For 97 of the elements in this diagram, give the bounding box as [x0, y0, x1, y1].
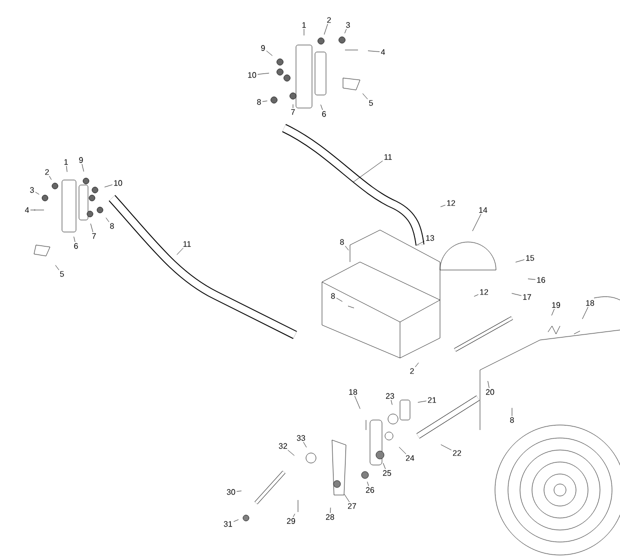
leader-line: [257, 72, 270, 75]
leader-line: [330, 507, 331, 514]
callout-number: 32: [278, 443, 288, 449]
callout-number: 10: [114, 180, 122, 186]
leader-line: [515, 259, 525, 262]
callout-number: 24: [406, 455, 414, 461]
callout-number: 5: [60, 271, 64, 277]
leader-line: [66, 166, 68, 172]
callout-number: 8: [257, 99, 261, 105]
leader-line: [344, 494, 350, 502]
leader-line: [35, 192, 40, 195]
leader-line: [176, 248, 184, 255]
leader-line: [82, 164, 84, 172]
callout-number: 8: [340, 239, 344, 245]
leader-line: [303, 442, 307, 448]
callout-number: 22: [452, 450, 462, 456]
callout-number: 28: [326, 514, 334, 520]
leader-line: [354, 396, 360, 409]
callout-number: 13: [426, 235, 434, 241]
callout-number: 7: [92, 233, 96, 239]
callout-number: 25: [382, 470, 392, 476]
leader-line: [474, 294, 479, 297]
leader-line: [416, 240, 425, 246]
callout-number: 20: [486, 389, 494, 395]
callout-number: 3: [30, 187, 34, 193]
leader-line: [352, 160, 383, 182]
leader-line: [344, 28, 347, 34]
leader-line: [382, 462, 386, 470]
callout-number: 12: [480, 289, 488, 295]
callout-number: 1: [64, 159, 68, 165]
callout-number: 15: [526, 255, 534, 261]
callout-number: 11: [183, 241, 191, 247]
leader-line: [106, 218, 110, 222]
callout-number: 23: [386, 393, 394, 399]
leader-line: [233, 519, 239, 522]
callout-number: 21: [428, 397, 436, 403]
leader-line: [292, 104, 294, 108]
leader-line: [104, 184, 113, 188]
leader-line: [362, 93, 368, 100]
callout-number: 31: [224, 521, 232, 527]
callout-number: 10: [248, 72, 256, 78]
leader-line: [440, 204, 446, 208]
leader-line: [288, 450, 295, 456]
callout-number: 14: [479, 207, 488, 213]
leader-line: [292, 514, 296, 518]
leader-line: [551, 308, 554, 316]
callout-number: 26: [366, 487, 374, 493]
callout-number: 9: [79, 157, 83, 163]
callout-number: 30: [226, 489, 236, 495]
callout-number: 6: [74, 243, 78, 249]
callout-number: 16: [537, 277, 546, 283]
callout-number: 6: [322, 111, 326, 117]
leader-line: [49, 176, 52, 180]
leader-line: [440, 444, 452, 450]
leader-line: [336, 298, 343, 302]
leader-line: [472, 214, 482, 232]
callout-number: 8: [510, 417, 514, 423]
leader-line: [90, 223, 94, 232]
leader-line: [55, 265, 60, 270]
leader-line: [74, 236, 76, 242]
callout-number: 7: [291, 109, 295, 115]
callout-number: 2: [327, 17, 331, 23]
leader-line: [418, 400, 427, 403]
callout-number: 8: [331, 293, 335, 299]
callout-number: 11: [384, 154, 392, 160]
callout-number: 27: [348, 503, 356, 509]
leader-line: [324, 24, 328, 35]
leader-line: [582, 306, 588, 320]
callout-number: 18: [586, 300, 594, 306]
leader-line: [398, 446, 406, 454]
leader-line: [367, 482, 369, 486]
callout-number: 4: [380, 49, 385, 55]
leader-line: [415, 362, 419, 368]
leader-line: [345, 246, 349, 250]
callout-number: 9: [261, 45, 265, 51]
callout-number: 33: [296, 435, 306, 441]
callout-number: 1: [302, 22, 306, 28]
leader-line: [266, 50, 273, 56]
callout-number: 4: [24, 207, 29, 213]
leader-line: [236, 490, 242, 492]
leader-line: [368, 50, 380, 52]
callout-number: 3: [346, 22, 350, 28]
callout-number: 5: [369, 100, 373, 106]
callout-number: 12: [447, 200, 456, 206]
leader-line: [488, 380, 490, 388]
callout-number: 29: [286, 518, 296, 524]
callout-number: 2: [45, 169, 49, 175]
callout-number: 17: [523, 294, 532, 300]
callout-number: 2: [410, 368, 414, 374]
leader-line: [320, 104, 323, 110]
callout-number: 19: [552, 302, 560, 308]
leader-line: [390, 400, 392, 405]
callout-number: 18: [349, 389, 358, 395]
leader-line: [528, 278, 536, 280]
leader-line: [262, 100, 268, 102]
leader-line: [512, 293, 522, 296]
callout-number: 8: [110, 223, 114, 229]
